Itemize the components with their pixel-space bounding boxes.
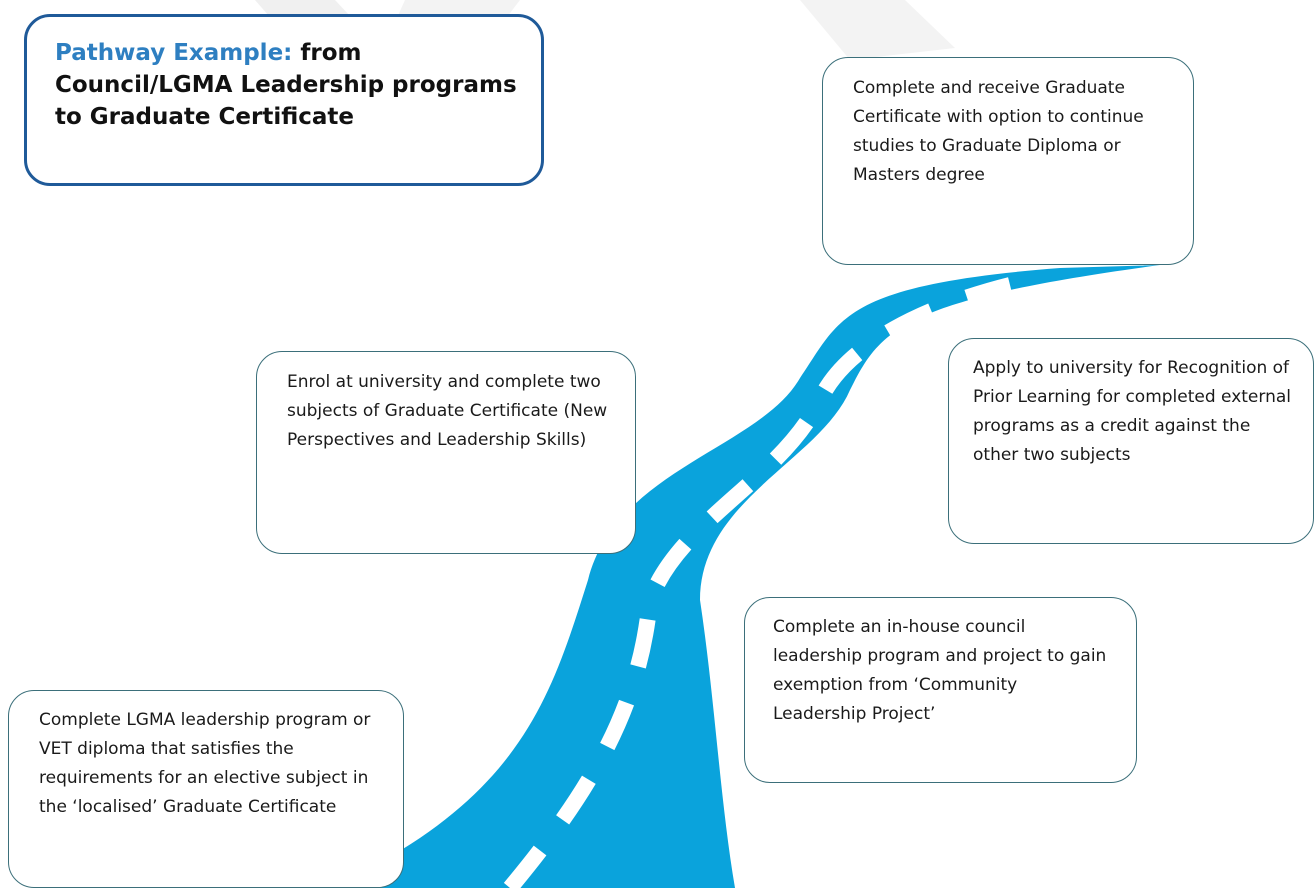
step-text: Complete an in-house council leadership … bbox=[773, 617, 1107, 724]
step-box-enrol-university: Enrol at university and complete two sub… bbox=[256, 351, 636, 554]
title-accent: Pathway Example: bbox=[55, 40, 293, 66]
step-text: Enrol at university and complete two sub… bbox=[287, 372, 608, 450]
step-box-in-house-program: Complete an in-house council leadership … bbox=[744, 597, 1137, 783]
step-text: Complete and receive Graduate Certificat… bbox=[853, 78, 1144, 185]
watermark-stripe bbox=[800, 0, 955, 60]
step-text: Apply to university for Recognition of P… bbox=[973, 358, 1291, 465]
road bbox=[330, 265, 1160, 888]
road-centre-line bbox=[503, 277, 1012, 888]
step-text: Complete LGMA leadership program or VET … bbox=[39, 710, 371, 817]
step-box-lgma-program: Complete LGMA leadership program or VET … bbox=[8, 690, 404, 888]
title-text: from Council/LGMA Leadership programs to… bbox=[55, 40, 517, 130]
step-box-recognition-prior-learning: Apply to university for Recognition of P… bbox=[948, 338, 1314, 544]
step-box-graduate-certificate: Complete and receive Graduate Certificat… bbox=[822, 57, 1194, 265]
title-box: Pathway Example: from Council/LGMA Leade… bbox=[24, 14, 544, 186]
